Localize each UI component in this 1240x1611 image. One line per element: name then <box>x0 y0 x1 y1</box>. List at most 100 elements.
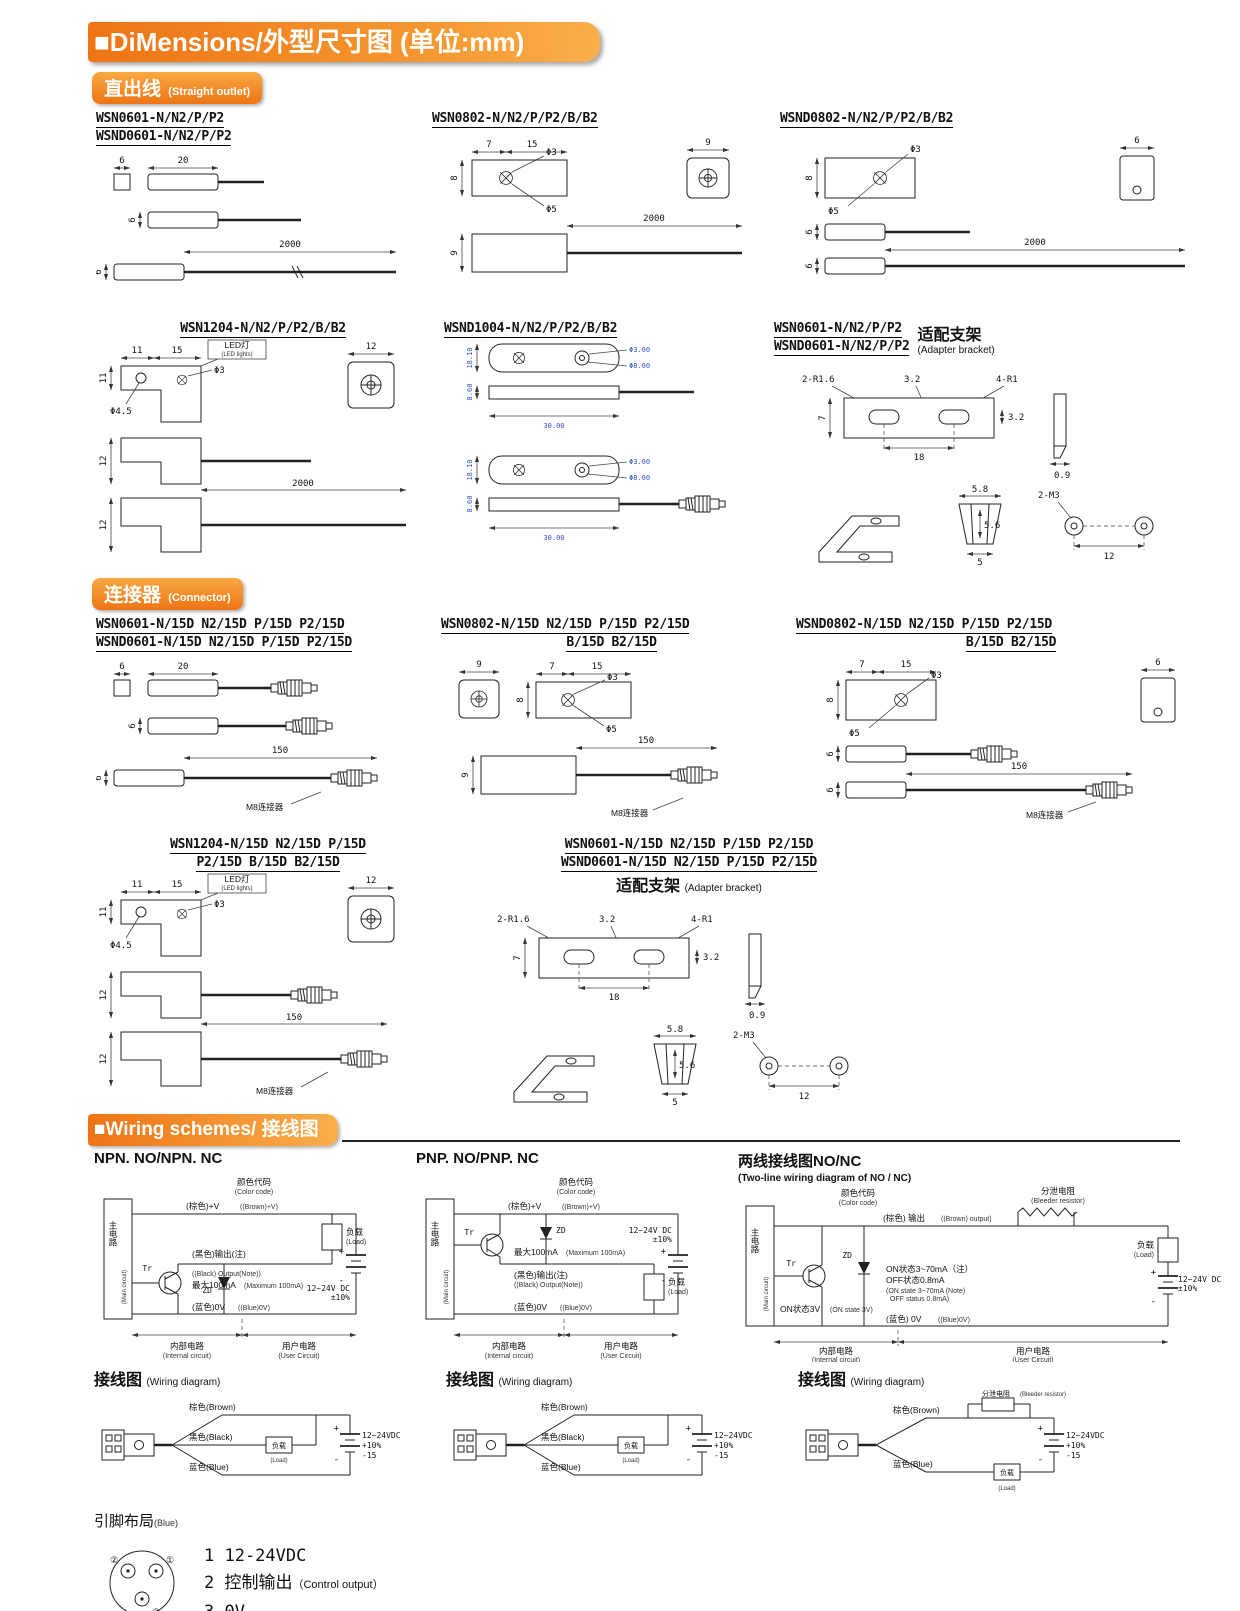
dim-label: 9 <box>705 138 710 148</box>
dim-label: Φ3.00 <box>629 458 650 466</box>
dim-label: 150 <box>638 736 654 746</box>
max-current-label: 最大100mA <box>514 1247 558 1257</box>
black-wire-label-en: ((Black) Output(Note)) <box>514 1282 583 1289</box>
pin-layout: ② ① ③ 1 12-24VDC 2 控制输出（Control output） … <box>94 1535 1240 1611</box>
main-circuit-label: 主电路 <box>108 1220 118 1247</box>
wiring-diagram-two-wire: 两线接线图NO/NC (Two-line wiring diagram of N… <box>738 1150 1238 1362</box>
cable-wiring-drawing: + - 棕色(Brown) 黑色(Black) 蓝色(Blue) 负载 (Loa… <box>453 1402 753 1476</box>
bleeder-label: 分泄电阻 <box>1041 1186 1076 1196</box>
color-code-label: 颜色代码 <box>237 1177 271 1187</box>
npn-circuit-drawing: 主电路 (Main circuit) 颜色代码 (Color code) Tr … <box>103 1177 367 1360</box>
led-label-en: (LED lights) <box>221 886 252 892</box>
led-label-en: (LED lights) <box>221 352 252 358</box>
dim-label: 11 <box>99 373 109 384</box>
dimension-drawing-wsn1204-15d: 11 15 LED灯 (LED lights) Φ3 Φ4.5 11 12 12 <box>99 873 395 1096</box>
connector-label: M8连接器 <box>611 808 649 818</box>
dim-label: 0.9 <box>749 1011 765 1021</box>
dim-label: 9 <box>476 660 481 670</box>
dim-label: Φ4.5 <box>110 941 132 951</box>
dim-label: Φ5 <box>828 207 839 217</box>
diagram-title: 两线接线图NO/NC <box>738 1153 862 1170</box>
blue-wire-label: (蓝色) 0V <box>886 1314 922 1324</box>
supply-label: 12~24V DC <box>1178 1275 1222 1284</box>
dim-label: 3.2 <box>904 375 920 385</box>
model-title: WSND1004-N/N2/P/P2/B/B2 <box>444 321 618 338</box>
max-current-label-en: (Maximum 100mA) <box>244 1283 303 1290</box>
load-label: 负载 <box>1137 1240 1155 1250</box>
model-title: WSN0802-N/N2/P/P2/B/B2 <box>432 111 598 128</box>
load-label: 负载 <box>272 1441 286 1450</box>
zener-label: ZD <box>842 1251 852 1260</box>
minus-sign: - <box>661 1276 666 1286</box>
model-title: WSN1204-N/15D N2/15D P/15D <box>170 837 366 854</box>
dim-label: 12 <box>99 1054 109 1065</box>
dimension-drawing-bracket: 2-R1.6 3.2 4-R1 7 3.2 18 0.9 5.8 <box>802 375 1154 566</box>
dim-label: 2-R1.6 <box>497 915 530 925</box>
drawing-block-wsnd0802-straight: WSND0802-N/N2/P/P2/B/B2 Φ3 Φ5 8 6 6 2000… <box>780 110 1210 296</box>
dim-label: 18 <box>914 453 925 463</box>
bracket-title-en: (Adapter bracket) <box>684 883 762 894</box>
dim-label: 0.9 <box>1054 471 1070 481</box>
connector-row-2: WSN1204-N/15D N2/15D P/15D P2/15D B/15D … <box>96 836 1240 1106</box>
brown-wire-label: 棕色(Brown) <box>893 1405 940 1415</box>
load-label: 负载 <box>346 1227 364 1237</box>
model-title: WSN0802-N/15D N2/15D P/15D P2/15D <box>441 617 690 634</box>
dim-label: 150 <box>286 1013 302 1023</box>
dim-label: 8 <box>516 697 526 702</box>
model-title: WSND0601-N/N2/P/P2 <box>774 339 910 356</box>
dimension-drawing-wsnd1004: Φ3.00 Φ8.00 18.10 30.00 8.60 Φ3.00 Φ8.00… <box>466 343 726 542</box>
plus-sign: + <box>334 1424 340 1434</box>
straight-row-1: WSN0601-N/N2/P/P2 WSND0601-N/N2/P/P2 6 2… <box>96 110 1240 314</box>
dimension-drawing-wsn1204: 11 15 LED灯 (LED lights) Φ3 Φ4.5 11 12 12 <box>99 339 407 553</box>
wiring-diagram-title: 接线图 <box>798 1372 847 1389</box>
connector-label: M8连接器 <box>256 1086 294 1096</box>
dim-label: 8 <box>826 697 836 702</box>
dim-label: 150 <box>1011 762 1027 772</box>
drawing-block-adapter-bracket-straight: WSN0601-N/N2/P/P2 WSND0601-N/N2/P/P2 适配支… <box>774 320 1219 566</box>
brown-wire-label: 棕色(Brown) <box>541 1402 588 1412</box>
dim-label: 5.6 <box>679 1061 695 1071</box>
bracket-title: 适配支架 <box>917 327 982 344</box>
dim-label: 6 <box>96 775 104 780</box>
blue-wire-label: (蓝色)0V <box>192 1302 225 1312</box>
internal-circuit-label-en: (Internal circuit) <box>485 1353 533 1360</box>
dim-label: 3.2 <box>1008 413 1024 423</box>
badge-connector: 连接器 (Connector) <box>92 578 243 610</box>
dim-label: Φ8.00 <box>629 474 650 482</box>
dim-label: 8 <box>805 175 815 180</box>
load-label: 负载 <box>668 1277 686 1287</box>
drawing-block-wsn0802-connector: WSN0802-N/15D N2/15D P/15D P2/15D B/15D … <box>441 616 782 830</box>
load-label: 负载 <box>624 1441 638 1450</box>
dim-label: 12 <box>366 876 377 886</box>
cable-wiring-drawing-two-wire: 分泄电阻 (Bleeder resistor) 负载 (Load) + - 棕色… <box>805 1390 1105 1492</box>
plus-sign: + <box>661 1247 667 1257</box>
pin-layout-title-row: 引脚布局(Blue) <box>94 1510 1240 1531</box>
connector-label: M8连接器 <box>246 802 284 812</box>
diagram-subtitle: (Two-line wiring diagram of NO / NC) <box>738 1173 912 1184</box>
wiring-diagrams-row: NPN. NO/NPN. NC 主电路 (Main circuit) 颜色代码 … <box>94 1150 1240 1362</box>
badge-straight-outlet: 直出线 (Straight outlet) <box>92 72 263 104</box>
dim-label: 5 <box>672 1098 677 1106</box>
wiring-schemes-banner: ■Wiring schemes/ 接线图 <box>88 1114 338 1146</box>
blue-wire-label: 蓝色(Blue) <box>893 1459 933 1469</box>
color-code-label-en: (Color code) <box>839 1200 878 1207</box>
wiring-schemes-title: ■Wiring schemes/ 接线图 <box>94 1119 319 1140</box>
dim-label: 6 <box>119 156 124 166</box>
header-rule <box>342 1140 1180 1142</box>
supply-tol-2: -15 <box>714 1451 729 1460</box>
dim-label: Φ8.00 <box>629 362 650 370</box>
blue-wire-label-en: ((Blue)0V) <box>938 1317 970 1324</box>
blue-wire-label-en: ((Blue)0V) <box>238 1305 270 1312</box>
dim-label: 11 <box>132 346 143 356</box>
user-circuit-label: 用户电路 <box>1016 1346 1051 1356</box>
dim-label: Φ3 <box>910 145 921 155</box>
model-title: WSN0601-N/15D N2/15D P/15D P2/15D <box>564 837 814 854</box>
main-circuit-label-en: (Main circuit) <box>764 1277 770 1311</box>
on3v-label-en: (ON state 3V) <box>830 1307 873 1314</box>
blue-wire-label: 蓝色(Blue) <box>541 1462 581 1472</box>
dim-label: 18.10 <box>466 347 474 368</box>
cable-wiring-block-3: 接线图 (Wiring diagram) 分泄电阻 (Bleeder resis… <box>798 1366 1128 1508</box>
dim-label: 6 <box>805 229 815 234</box>
brown-wire-label-en: ((Brown)+V) <box>562 1204 600 1211</box>
